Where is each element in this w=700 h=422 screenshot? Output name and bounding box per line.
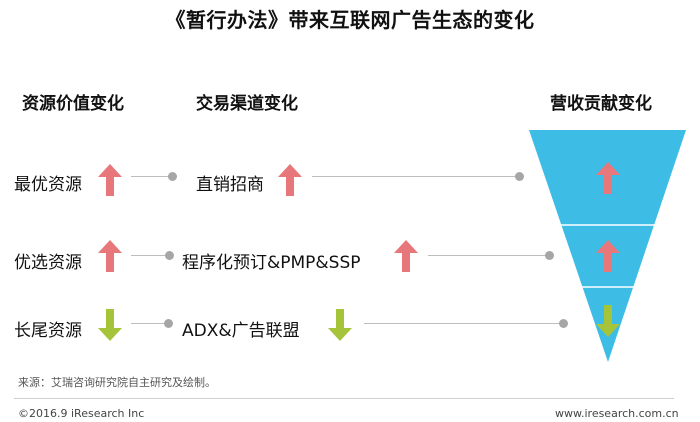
up-arrow-icon	[596, 162, 620, 194]
down-arrow-icon	[98, 309, 122, 341]
website-text: www.iresearch.com.cn	[555, 407, 679, 420]
source-note: 来源：艾瑞咨询研究院自主研究及绘制。	[18, 376, 216, 389]
connector-dot	[168, 172, 177, 181]
connector-line	[364, 323, 564, 324]
resource-label-bottom: 长尾资源	[14, 321, 82, 341]
footer-divider	[14, 398, 674, 399]
revenue-column-header: 营收贡献变化	[550, 94, 652, 114]
connector-line	[131, 323, 167, 324]
channel-label-direct: 直销招商	[196, 175, 264, 195]
page-title: 《暂行办法》带来互联网广告生态的变化	[165, 8, 535, 32]
connector-line	[131, 255, 169, 256]
channel-column-header: 交易渠道变化	[196, 94, 298, 114]
connector-dot	[559, 319, 568, 328]
resource-column-header: 资源价值变化	[22, 94, 124, 114]
up-arrow-icon	[98, 240, 122, 272]
resource-label-top: 最优资源	[14, 175, 82, 195]
connector-dot	[165, 251, 174, 260]
resource-label-middle: 优选资源	[14, 253, 82, 273]
channel-label-adx: ADX&广告联盟	[182, 321, 300, 341]
up-arrow-icon	[596, 240, 620, 272]
copyright-text: ©2016.9 iResearch Inc	[18, 407, 145, 420]
channel-label-programmatic: 程序化预订&PMP&SSP	[182, 253, 361, 273]
connector-line	[312, 176, 520, 177]
connector-line	[428, 255, 550, 256]
connector-line	[131, 176, 171, 177]
connector-dot	[164, 319, 173, 328]
up-arrow-icon	[98, 164, 122, 196]
down-arrow-icon	[596, 305, 620, 337]
connector-dot	[545, 251, 554, 260]
connector-dot	[515, 172, 524, 181]
up-arrow-icon	[278, 164, 302, 196]
down-arrow-icon	[328, 309, 352, 341]
up-arrow-icon	[394, 240, 418, 272]
